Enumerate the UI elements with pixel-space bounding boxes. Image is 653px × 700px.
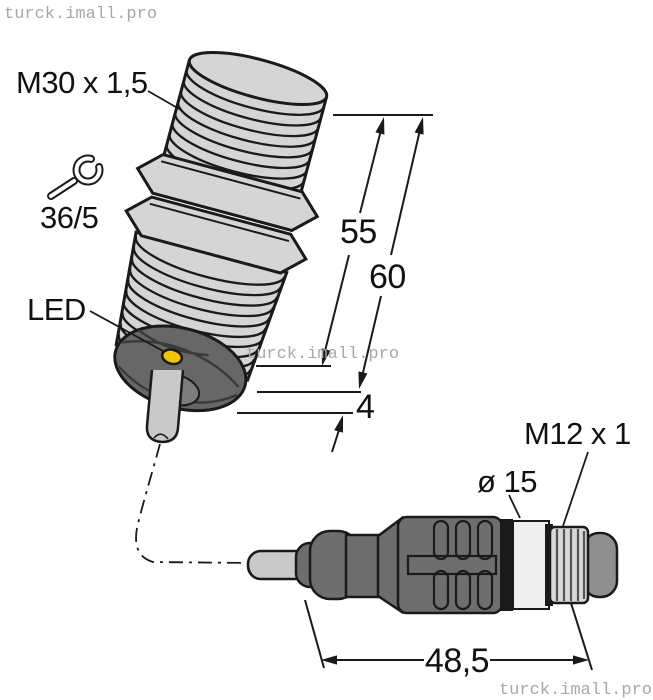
hex-nut-lower [124, 195, 308, 275]
led-leader [89, 310, 164, 352]
wrench-size-label: 36/5 [40, 200, 98, 235]
m12-thread-tip [548, 525, 590, 605]
connector-thread-leader [562, 451, 589, 527]
watermark-top-left: turck.imall.pro [4, 5, 157, 24]
wrench-icon [47, 154, 104, 200]
m12-connector [246, 515, 619, 615]
connector-diameter-leader [508, 494, 521, 519]
grip-slot [406, 554, 498, 576]
connector-diameter-label: ø 15 [477, 464, 537, 499]
dashed-connection-line [135, 443, 252, 564]
dimension-55-60: 55 60 [237, 114, 433, 414]
dim-55-label: 55 [340, 213, 377, 251]
dim-4-label: 4 [356, 388, 374, 426]
sensor-thread-label: M30 x 1,5 [16, 65, 148, 100]
knurled-ring [512, 520, 550, 610]
grip-ribs [406, 519, 498, 611]
sensor-thread-leader [147, 90, 182, 111]
hex-nut-upper [135, 152, 320, 233]
watermarks: turck.imall.pro turck.imall.pro turck.im… [4, 5, 652, 700]
sensor-cable [145, 369, 185, 444]
sensor-barrel [113, 51, 329, 413]
face-molding-lines [117, 329, 240, 404]
dimension-48-5: 48,5 [304, 599, 593, 680]
dimension-4: 4 [331, 388, 375, 453]
extension-line-left [304, 599, 325, 669]
watermark-bottom-right: turck.imall.pro [499, 681, 652, 700]
extension-line-right [570, 602, 593, 671]
knurl-left-band [500, 519, 513, 611]
dim-48-5-label: 48,5 [425, 642, 489, 680]
tip-thread-lines [555, 529, 586, 601]
upper-thread-section [162, 51, 329, 201]
led-indicator-icon [160, 348, 184, 366]
cable-tip-notch [153, 433, 169, 440]
watermark-middle: turck.imall.pro [246, 345, 399, 364]
connector-thread-label: M12 x 1 [524, 416, 631, 451]
connector-grip-body [396, 515, 504, 615]
callouts: M30 x 1,5 36/5 LED M12 x 1 ø 15 [16, 65, 631, 527]
dim-60-label: 60 [369, 258, 406, 296]
led-label: LED [27, 292, 86, 327]
